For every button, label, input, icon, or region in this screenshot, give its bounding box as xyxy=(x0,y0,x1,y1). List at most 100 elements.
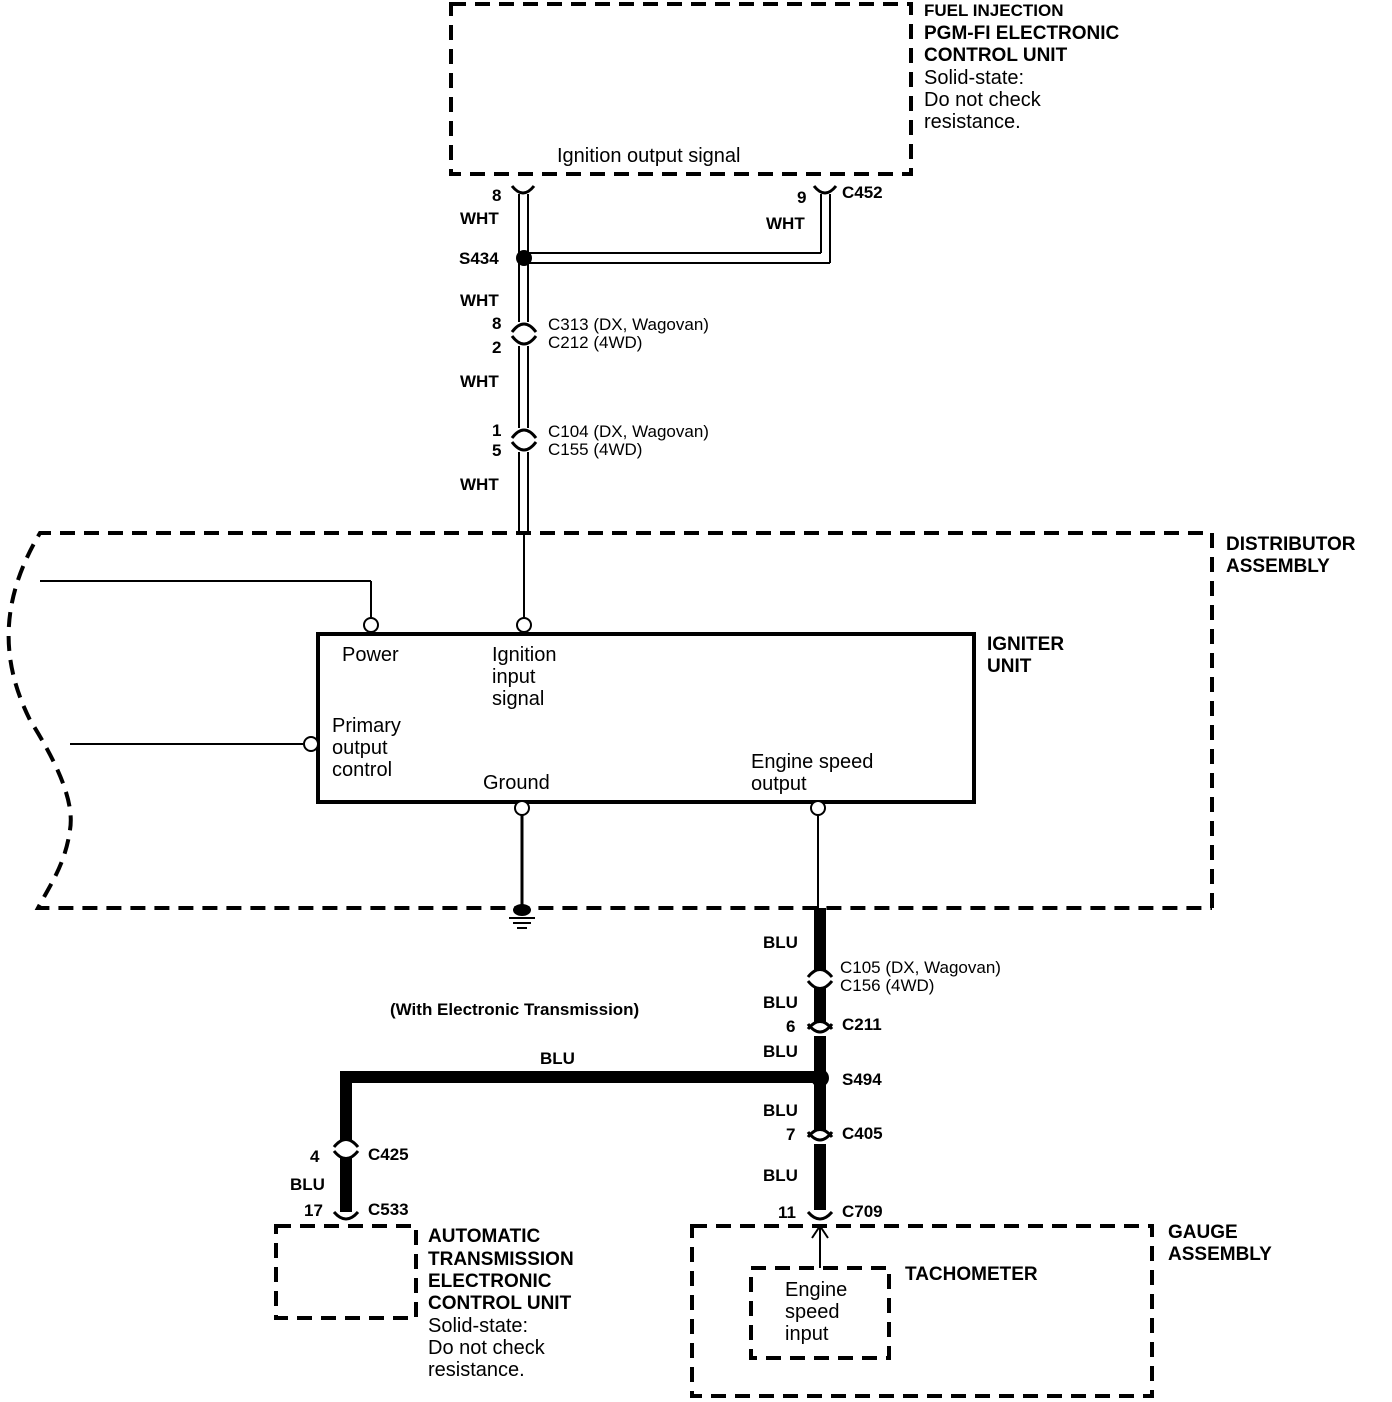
connector-c709 xyxy=(806,1210,834,1221)
splice-s434-dot xyxy=(516,250,532,266)
ecu-title-2: CONTROL UNIT xyxy=(924,45,1068,66)
ecu-title-1: PGM-FI ELECTRONIC xyxy=(924,23,1120,44)
ground-symbol-icon xyxy=(509,904,535,929)
connector-c104-bottom xyxy=(510,441,538,452)
wire-blu-label: BLU xyxy=(540,1049,575,1068)
blu-wire-run: BLU C105 (DX, Wagovan) C156 (4WD) BLU 6 … xyxy=(763,908,1001,1222)
connector-c105-label: C105 (DX, Wagovan) xyxy=(840,958,1001,977)
pgm-fi-ecu: FUEL INJECTION PGM-FI ELECTRONIC CONTROL… xyxy=(449,1,1120,176)
connector-c211-label: C211 xyxy=(842,1015,882,1034)
at-ecu-title-3: ELECTRONIC xyxy=(428,1271,552,1292)
connector-c313-top xyxy=(510,322,538,333)
tachometer-input-box xyxy=(749,1266,891,1360)
connector-c155-label: C155 (4WD) xyxy=(548,440,642,459)
pin-4-label: 4 xyxy=(310,1147,320,1166)
connector-c425-top xyxy=(332,1138,360,1148)
primary-output-label-1: Primary xyxy=(332,715,401,737)
distributor-boundary xyxy=(6,531,1214,910)
pin-17-label: 17 xyxy=(304,1201,323,1220)
pin-8-label: 8 xyxy=(492,186,501,205)
at-ecu-title-2: TRANSMISSION xyxy=(428,1249,574,1270)
ecu-signal-label: Ignition output signal xyxy=(557,145,740,167)
connector-c425-bottom xyxy=(332,1150,360,1160)
wire-wht-label: WHT xyxy=(460,291,499,310)
ground-terminal xyxy=(514,800,530,816)
wire-wht-left-label: WHT xyxy=(460,209,499,228)
wire-blu-label: BLU xyxy=(290,1175,325,1194)
engine-speed-terminal xyxy=(810,800,826,816)
tach-input-label-2: speed xyxy=(785,1301,840,1323)
wire-wht-right-label: WHT xyxy=(766,214,805,233)
connector-c104-top xyxy=(510,428,538,439)
pin-8-label: 8 xyxy=(492,314,501,333)
wire-blu-label: BLU xyxy=(763,1042,798,1061)
wht-wires: S434 WHT 8 2 C313 (DX, Wagovan) C212 (4W… xyxy=(459,194,831,534)
gauge-label-2: ASSEMBLY xyxy=(1168,1244,1272,1265)
pin-6-label: 6 xyxy=(786,1017,795,1036)
distributor-label-1: DISTRIBUTOR xyxy=(1226,534,1356,555)
at-ecu-box xyxy=(274,1224,418,1320)
at-ecu-note-2: Do not check xyxy=(428,1337,546,1359)
connector-c105-top xyxy=(806,968,834,978)
pin-5-label: 5 xyxy=(492,441,501,460)
power-terminal xyxy=(363,617,379,633)
splice-s494-label: S494 xyxy=(842,1070,882,1089)
wire-blu-label: BLU xyxy=(763,993,798,1012)
connector-c452-label: C452 xyxy=(842,183,883,202)
ignition-input-label-1: Ignition xyxy=(492,644,557,666)
branch-note: (With Electronic Transmission) xyxy=(390,1000,639,1019)
engine-speed-label-1: Engine speed xyxy=(751,751,873,773)
connector-c405-label: C405 xyxy=(842,1124,883,1143)
at-ecu: AUTOMATIC TRANSMISSION ELECTRONIC CONTRO… xyxy=(274,1224,574,1381)
ignition-input-terminal xyxy=(516,617,532,633)
blu-branch-wire xyxy=(340,1071,820,1140)
tach-input-label-1: Engine xyxy=(785,1279,847,1301)
connector-c313-label: C313 (DX, Wagovan) xyxy=(548,315,709,334)
pin-9-label: 9 xyxy=(797,188,806,207)
connector-c709-label: C709 xyxy=(842,1202,883,1221)
connector-c533 xyxy=(332,1210,360,1221)
engine-speed-label-2: output xyxy=(751,773,807,795)
tachometer-label: TACHOMETER xyxy=(905,1264,1038,1285)
primary-output-label-3: control xyxy=(332,759,392,781)
ecu-note-1: Solid-state: xyxy=(924,67,1024,89)
gauge-assembly: GAUGE ASSEMBLY TACHOMETER Engine speed i… xyxy=(690,1222,1272,1398)
at-ecu-title-4: CONTROL UNIT xyxy=(428,1293,572,1314)
connector-c104-label: C104 (DX, Wagovan) xyxy=(548,422,709,441)
gauge-label-1: GAUGE xyxy=(1168,1222,1238,1243)
pin-1-label: 1 xyxy=(492,421,501,440)
igniter-title-2: UNIT xyxy=(987,656,1032,677)
igniter-unit-box xyxy=(316,632,976,804)
wire-wht-label: WHT xyxy=(460,372,499,391)
pin-2-label: 2 xyxy=(492,338,501,357)
wire-blu-label: BLU xyxy=(763,1166,798,1185)
ecu-title-small: FUEL INJECTION xyxy=(924,1,1063,20)
distributor-label-2: ASSEMBLY xyxy=(1226,556,1330,577)
pgm-fi-ecu-box xyxy=(449,2,913,176)
splice-s434-label: S434 xyxy=(459,249,499,268)
power-label: Power xyxy=(342,644,399,666)
connector-c105-bottom xyxy=(806,980,834,990)
ignition-input-label-2: input xyxy=(492,666,536,688)
wire-wht-label: WHT xyxy=(460,475,499,494)
connector-c212-label: C212 (4WD) xyxy=(548,333,642,352)
connector-c156-label: C156 (4WD) xyxy=(840,976,934,995)
igniter-title-1: IGNITER xyxy=(987,634,1064,655)
at-ecu-note-3: resistance. xyxy=(428,1359,525,1381)
distributor-assembly: DISTRIBUTOR ASSEMBLY IGNITER UNIT Power … xyxy=(6,531,1356,929)
connector-pin-8 xyxy=(510,185,536,195)
at-ecu-note-1: Solid-state: xyxy=(428,1315,528,1337)
arrow-up-icon xyxy=(811,1224,829,1239)
at-ecu-title-1: AUTOMATIC xyxy=(428,1226,541,1247)
connector-c313-bottom xyxy=(510,335,538,346)
ecu-connector-pins: 8 9 C452 WHT WHT xyxy=(460,183,883,233)
ecu-note-2: Do not check xyxy=(924,89,1042,111)
wire-blu-label: BLU xyxy=(763,1101,798,1120)
primary-output-label-2: output xyxy=(332,737,388,759)
tach-input-label-3: input xyxy=(785,1323,829,1345)
primary-output-terminal xyxy=(303,736,319,752)
ground-label: Ground xyxy=(483,772,550,794)
at-branch: (With Electronic Transmission) BLU 4 C42… xyxy=(290,1000,820,1221)
connector-pin-9 xyxy=(812,185,838,195)
